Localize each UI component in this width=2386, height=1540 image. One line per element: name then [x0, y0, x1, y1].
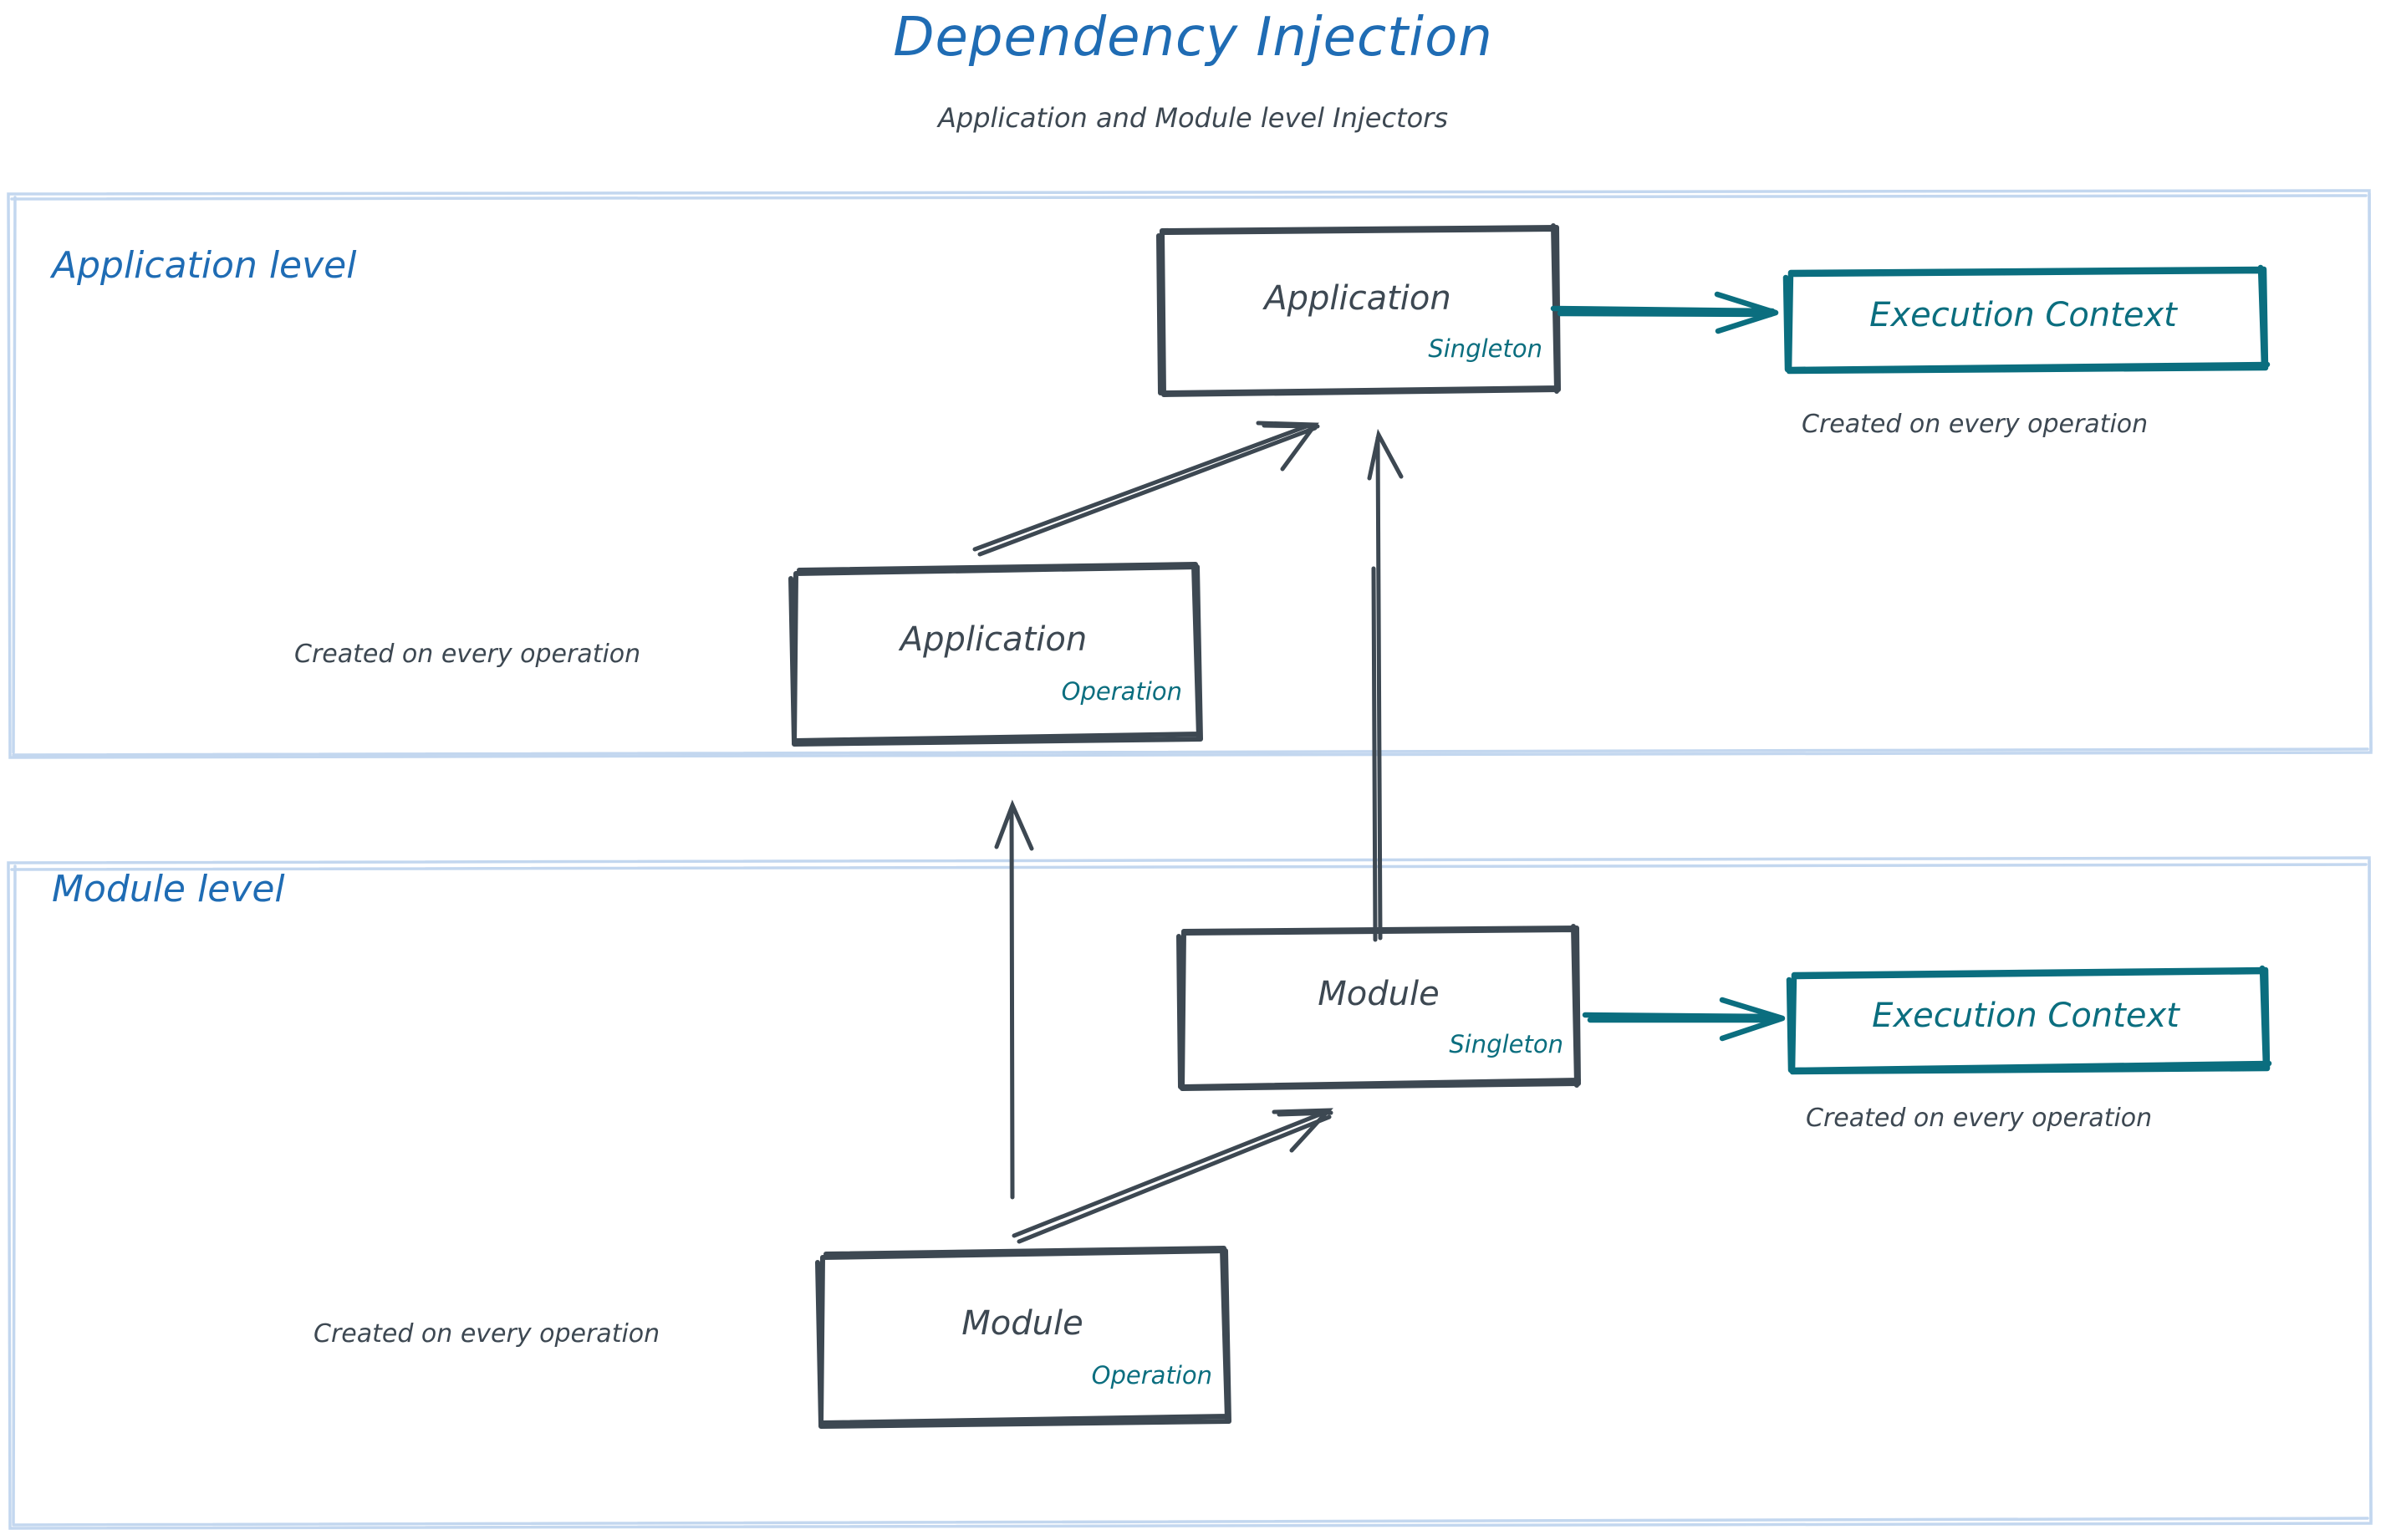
arrow-right-icon-app-singleton-to-execution-context-hit: [1563, 293, 1781, 351]
node-module-singleton-title: Module: [1318, 975, 1440, 1013]
node-application-operation-title: Application: [900, 620, 1088, 659]
arrow-up-right-icon-app-operation-to-app-singleton: [972, 421, 1320, 557]
execution-context-module-box-outline: [1786, 965, 2272, 1075]
note-execution-context-application: Created on every operation: [1802, 410, 2149, 439]
node-execution-context-application-label: Execution Context: [1869, 296, 2177, 334]
section-label-module-level: Module level: [52, 868, 285, 910]
node-module-operation-title: Module: [961, 1304, 1083, 1343]
container-application-level-outline: [7, 189, 2373, 759]
node-application-operation[interactable]: Application Operation: [790, 569, 1197, 742]
page-title: Dependency Injection: [893, 7, 1493, 69]
section-module-level: Module level: [7, 859, 2371, 1528]
arrow-up-right-icon-app-operation-to-app-singleton-hit: [961, 418, 1313, 577]
note-application-operation: Created on every operation: [294, 640, 641, 669]
note-execution-context-module: Created on every operation: [1806, 1104, 2153, 1133]
arrow-right-icon-module-singleton-to-execution-context-hit: [1584, 991, 1793, 1049]
note-module-operation: Created on every operation: [314, 1319, 660, 1349]
app-operation-box-outline: [788, 562, 1203, 747]
node-module-operation[interactable]: Module Operation: [818, 1252, 1227, 1426]
node-application-singleton-title: Application: [1264, 279, 1451, 318]
arrow-right-icon-module-singleton-to-execution-context: [1582, 997, 1786, 1042]
execution-context-app-box-outline: [1782, 264, 2271, 375]
node-module-operation-scope: Operation: [1091, 1361, 1212, 1390]
arrow-up-right-icon-module-operation-to-module-singleton-hit: [1016, 1091, 1367, 1258]
container-module-level-outline: [7, 856, 2373, 1530]
node-execution-context-module-label: Execution Context: [1872, 997, 2180, 1035]
node-execution-context-module[interactable]: Execution Context: [1787, 970, 2264, 1072]
arrow-up-icon-module-singleton-to-app-singleton-hit: [1354, 418, 1413, 936]
section-application-level: Application level: [7, 191, 2371, 757]
page-subtitle: Application and Module level Injectors: [938, 102, 1448, 134]
node-module-singleton-scope: Singleton: [1449, 1030, 1563, 1058]
arrow-up-icon-module-singleton-to-app-singleton: [1367, 428, 1404, 942]
arrow-up-right-icon-module-operation-to-module-singleton: [1012, 1108, 1333, 1244]
arrow-up-icon-module-operation-to-app-operation: [994, 799, 1034, 1200]
node-execution-context-application[interactable]: Execution Context: [1785, 268, 2261, 372]
node-application-singleton[interactable]: Application Singleton: [1158, 227, 1558, 395]
module-singleton-box-outline: [1176, 924, 1581, 1091]
section-label-application-level: Application level: [52, 244, 357, 287]
arrow-right-icon-app-singleton-to-execution-context: [1550, 291, 1779, 334]
node-application-operation-scope: Operation: [1061, 677, 1182, 706]
node-module-singleton[interactable]: Module Singleton: [1179, 928, 1578, 1089]
node-application-singleton-scope: Singleton: [1428, 334, 1542, 363]
module-operation-box-outline: [815, 1246, 1231, 1429]
